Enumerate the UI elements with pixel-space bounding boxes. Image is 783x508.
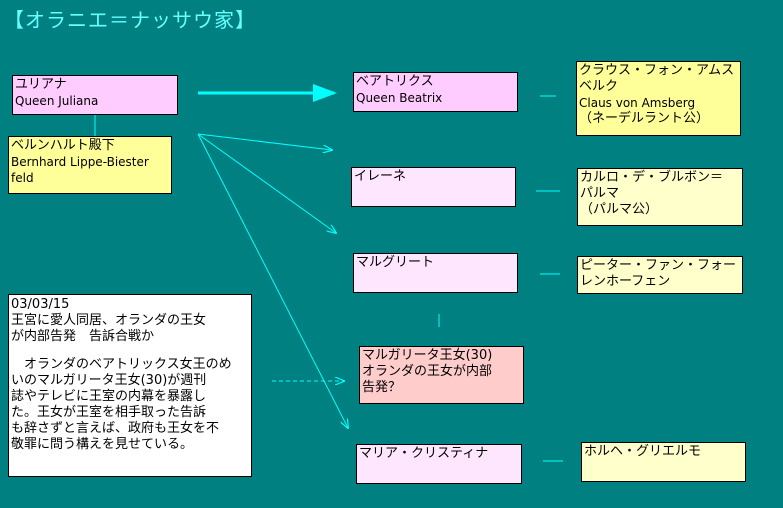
claus-line3: Claus von Amsberg <box>579 96 696 110</box>
person-margriet: マルグリート <box>353 253 518 293</box>
person-beatrix: ベアトリクス Queen Beatrix <box>353 72 518 112</box>
bernhard-name: ベルンハルト殿下 <box>11 138 115 153</box>
carlos-line2: パルマ <box>580 186 620 201</box>
claus-line1: クラウス・フォン・アムス <box>579 63 735 78</box>
person-pieter: ピーター・ファン・フォー レンホーフェン <box>577 256 743 294</box>
margarita-line1: マルガリータ王女(30) <box>362 348 493 363</box>
news-body-2: いのマルガリータ王女(30)が週刊 <box>11 373 207 388</box>
pieter-line2: レンホーフェン <box>580 274 671 289</box>
news-headline-2: が内部告発 告訴合戦か <box>11 329 155 344</box>
arrow-to-irene <box>197 133 332 150</box>
arrow-to-margriet <box>197 133 336 233</box>
person-christina: マリア・クリスティナ <box>356 444 522 484</box>
news-body-3: 誌やテレビに王室の内幕を暴露し <box>11 389 207 404</box>
margriet-name: マルグリート <box>356 255 435 270</box>
claus-line4: （ネーデルラント公） <box>579 111 710 126</box>
juliana-name: ユリアナ <box>15 77 67 92</box>
news-article: 03/03/15 王宮に愛人同居、オランダの王女 が内部告発 告訴合戦か オラン… <box>8 294 252 477</box>
carlos-line1: カルロ・デ・ブルボン＝ <box>580 170 724 185</box>
margarita-line2: オランダの王女が内部 <box>362 364 493 379</box>
pieter-line1: ピーター・ファン・フォー <box>580 258 737 273</box>
beatrix-name: ベアトリクス <box>356 74 434 89</box>
news-date: 03/03/15 <box>11 297 70 312</box>
news-spacer <box>11 345 249 357</box>
jorge-name: ホルヘ・グリエルモ <box>584 444 702 459</box>
person-claus: クラウス・フォン・アムス ベルク Claus von Amsberg （ネーデル… <box>576 61 741 136</box>
irene-name: イレーネ <box>354 169 407 184</box>
claus-line2: ベルク <box>579 79 619 94</box>
carlos-line3: （パルマ公） <box>580 202 659 217</box>
news-body-5: も辞さずと言えば、政府も王女を不 <box>11 421 220 436</box>
bernhard-en-line2: feld <box>11 171 34 185</box>
arrow-to-christina <box>197 133 348 428</box>
news-body-4: た。王女が王室を相手取った告訴 <box>11 405 207 420</box>
person-carlos: カルロ・デ・ブルボン＝ パルマ （パルマ公） <box>577 168 743 226</box>
christina-name: マリア・クリスティナ <box>359 446 489 461</box>
person-juliana: ユリアナ Queen Juliana <box>12 75 178 115</box>
person-margarita: マルガリータ王女(30) オランダの王女が内部 告発？ <box>359 346 524 404</box>
margarita-line3: 告発？ <box>362 380 402 395</box>
person-bernhard: ベルンハルト殿下 Bernhard Lippe-Biester feld <box>8 136 172 194</box>
person-jorge: ホルヘ・グリエルモ <box>581 442 746 482</box>
bernhard-en-line1: Bernhard Lippe-Biester <box>11 155 149 169</box>
news-headline-1: 王宮に愛人同居、オランダの王女 <box>11 313 207 328</box>
page-title: 【オラニエ＝ナッサウ家】 <box>4 8 256 32</box>
juliana-en: Queen Juliana <box>15 94 99 108</box>
person-irene: イレーネ <box>351 167 516 207</box>
beatrix-en: Queen Beatrix <box>356 91 443 105</box>
news-body-6: 敬罪に問う構えを見せている。 <box>11 437 194 452</box>
news-body-1: オランダのベアトリックス女王のめ <box>11 357 232 372</box>
